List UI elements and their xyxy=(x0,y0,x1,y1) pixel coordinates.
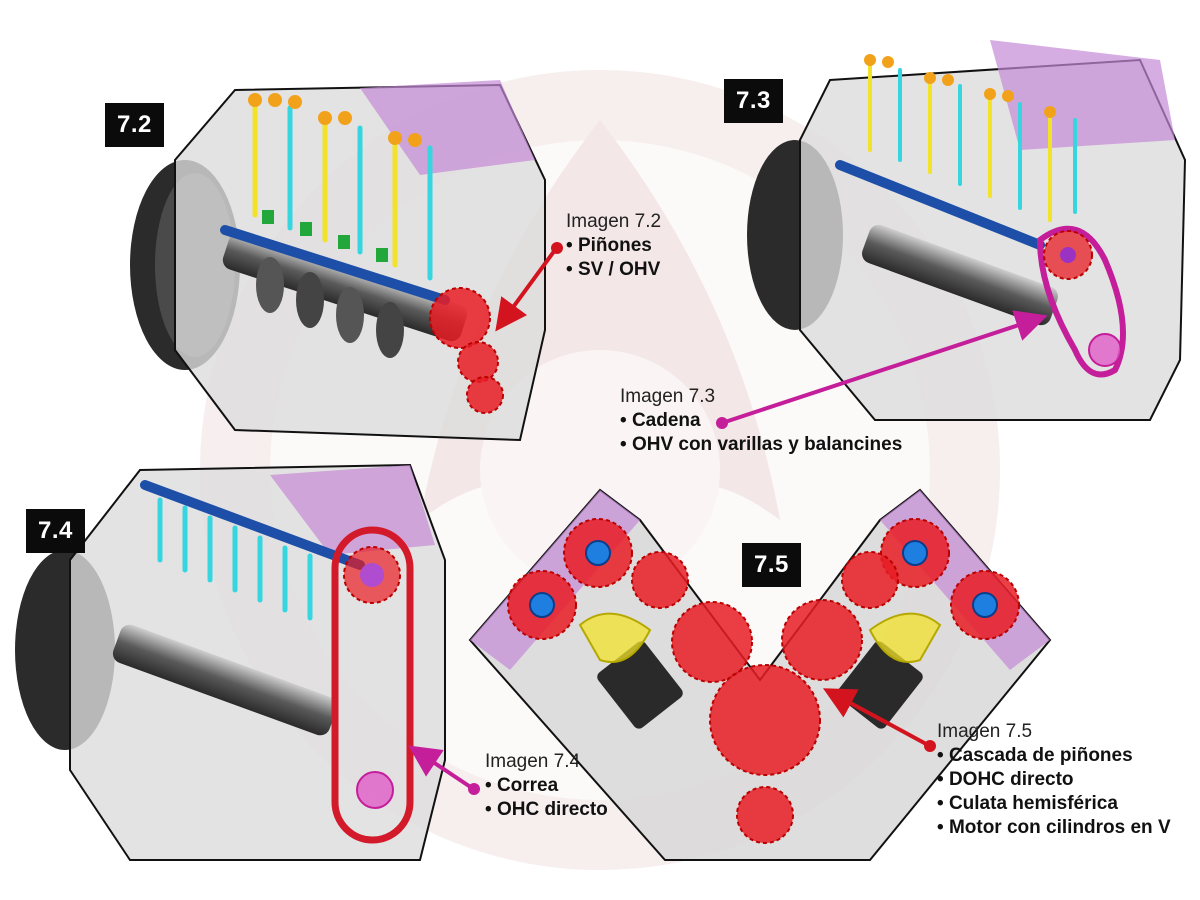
badge-7-2: 7.2 xyxy=(105,103,164,147)
camshaft-7-4 xyxy=(140,480,365,570)
caption-7-5: Imagen 7.5 Cascada de piñones DOHC direc… xyxy=(937,720,1171,840)
camshaft-7-3 xyxy=(835,160,1045,250)
pointer-dot-7-5 xyxy=(924,740,936,752)
timing-belt-7-4 xyxy=(331,526,414,844)
crankshaft-7-2 xyxy=(222,232,468,358)
caption-item: Piñones xyxy=(566,234,661,258)
caption-item: OHV con varillas y balancines xyxy=(620,433,902,457)
caption-7-2: Imagen 7.2 Piñones SV / OHV xyxy=(566,210,661,282)
hemi-chambers-7-5 xyxy=(578,612,942,663)
crankshaft-7-4 xyxy=(112,624,338,736)
gear-train-7-2 xyxy=(429,287,504,414)
caption-item: Cascada de piñones xyxy=(937,744,1171,768)
pushrods-7-2 xyxy=(252,97,433,281)
caption-title-7-2: Imagen 7.2 xyxy=(566,211,662,232)
rockers-7-2 xyxy=(248,93,422,147)
caption-7-3: Imagen 7.3 Cadena OHV con varillas y bal… xyxy=(620,385,902,457)
camshaft-lobes-7-5 xyxy=(529,540,998,618)
caption-title-7-4: Imagen 7.4 xyxy=(485,751,581,772)
caption-item: OHC directo xyxy=(485,798,608,822)
pointer-arrow-7-3 xyxy=(724,310,1048,424)
badge-7-4: 7.4 xyxy=(26,509,85,553)
caption-title-7-3: Imagen 7.3 xyxy=(620,386,716,407)
engine-7-4 xyxy=(15,463,480,861)
pushrods-7-3 xyxy=(868,58,1077,222)
caption-item: Correa xyxy=(485,774,608,798)
pointer-arrow-7-5 xyxy=(822,688,929,747)
camshaft-7-2 xyxy=(220,225,450,305)
tappets-7-2 xyxy=(262,210,388,262)
pointer-arrow-7-2 xyxy=(495,248,557,332)
engine-7-3 xyxy=(716,40,1187,429)
engine-7-2 xyxy=(130,80,563,442)
pointer-arrow-7-4 xyxy=(408,745,474,790)
cylinder-head-7-2 xyxy=(360,80,535,175)
caption-item: SV / OHV xyxy=(566,258,661,282)
caption-item: DOHC directo xyxy=(937,768,1171,792)
crankshaft-7-3 xyxy=(862,224,1058,326)
engine-7-5 xyxy=(468,488,1052,861)
caption-item: Cadena xyxy=(620,409,902,433)
cylinder-head-7-3 xyxy=(990,40,1175,150)
caption-7-4: Imagen 7.4 Correa OHC directo xyxy=(485,750,608,822)
pointer-dot-7-2 xyxy=(551,242,563,254)
caption-title-7-5: Imagen 7.5 xyxy=(937,721,1033,742)
timing-chain-7-3 xyxy=(1036,225,1126,378)
caption-item: Culata hemisférica xyxy=(937,792,1171,816)
caption-item: Motor con cilindros en V xyxy=(937,816,1171,840)
badge-7-5: 7.5 xyxy=(742,543,801,587)
valves-7-4 xyxy=(157,497,313,621)
badge-7-3: 7.3 xyxy=(724,79,783,123)
rockers-7-3 xyxy=(864,54,1056,118)
pointer-dot-7-4 xyxy=(468,783,480,795)
